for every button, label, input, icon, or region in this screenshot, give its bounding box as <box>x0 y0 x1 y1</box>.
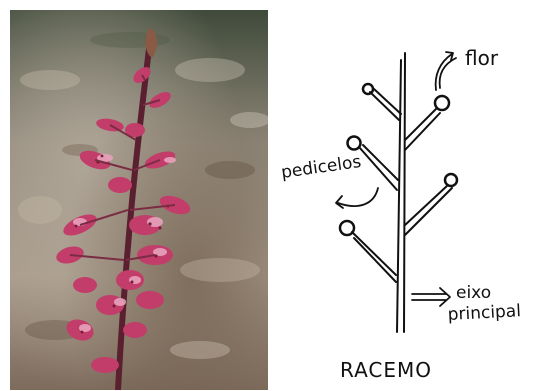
main-axis-left <box>397 60 401 332</box>
pedicel-1 <box>363 84 401 120</box>
flower-circle-5 <box>340 221 354 235</box>
flower-circle-3 <box>348 137 361 150</box>
flor-arrow <box>436 52 456 90</box>
flower-circle-2 <box>435 96 449 110</box>
flower-circle-4 <box>445 174 457 186</box>
eixo-arrow <box>412 288 450 306</box>
orchid-photo <box>10 10 268 390</box>
label-principal: principal <box>447 301 521 325</box>
label-flor: flor <box>465 46 499 70</box>
raceme-diagram: flor pedicelos eixo principal RACEMO <box>270 0 535 391</box>
pedicel-2 <box>405 96 449 150</box>
main-axis-right <box>404 53 405 332</box>
flower-circle-1 <box>363 84 373 94</box>
label-eixo: eixo <box>456 283 491 303</box>
diagram-title: RACEMO <box>340 358 432 382</box>
label-pedicelos: pedicelos <box>280 152 363 183</box>
pedicel-5 <box>340 221 396 282</box>
pedicelos-arrow <box>336 188 378 208</box>
pedicel-4 <box>405 174 457 235</box>
